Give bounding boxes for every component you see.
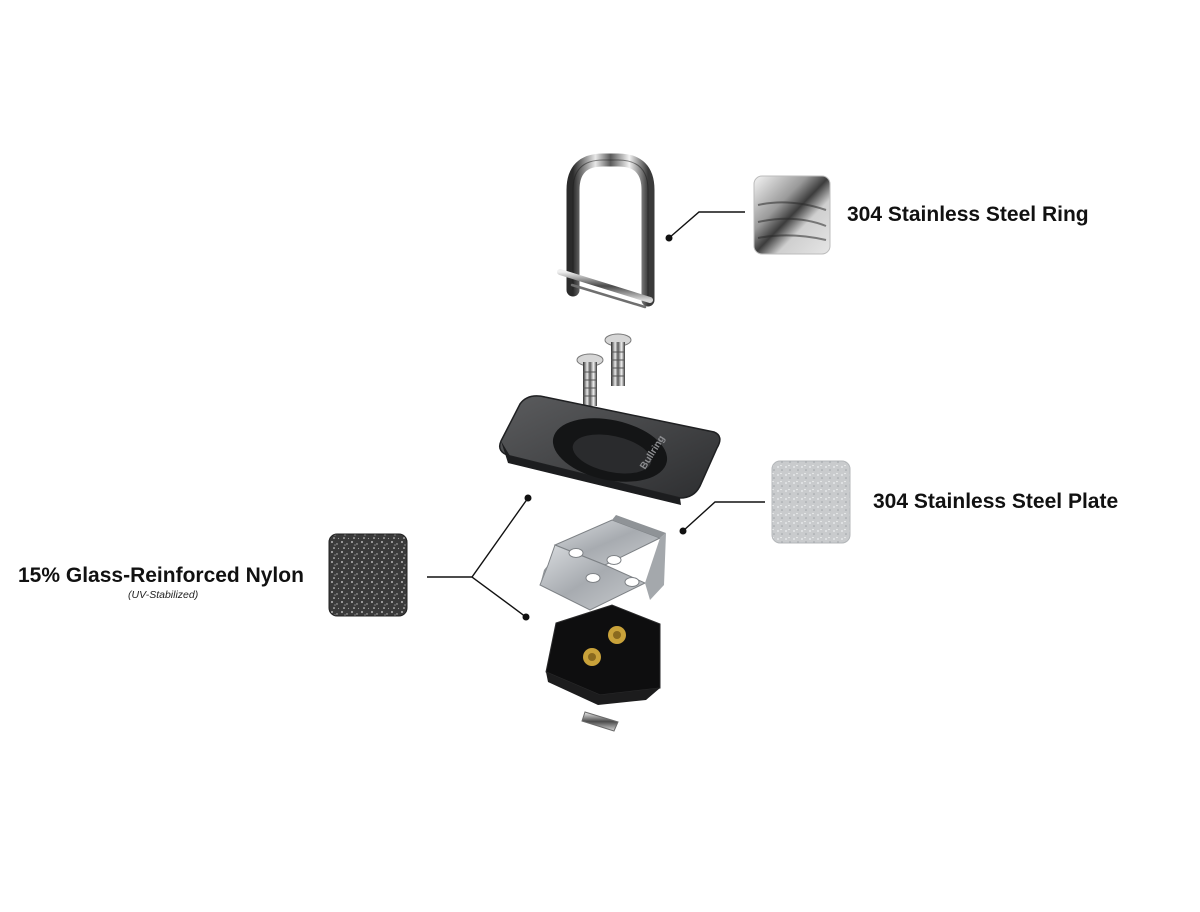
nylon-insert-block [545, 604, 661, 705]
screws [576, 333, 632, 406]
swatch-nylon-material [328, 533, 408, 617]
swatch-ring-material [753, 175, 831, 255]
leader-line-plate [679, 501, 765, 535]
nylon-material-label: 15% Glass-Reinforced Nylon [18, 564, 304, 587]
leader-line-ring [665, 211, 745, 242]
screw-left [576, 353, 604, 406]
steel-ring [557, 153, 655, 309]
base-plate: Bullring [498, 395, 721, 505]
pin [581, 711, 619, 732]
leader-line-nylon [427, 494, 532, 621]
ring-material-label: 304 Stainless Steel Ring [847, 203, 1089, 226]
steel-plate [539, 515, 666, 611]
nylon-material-note: (UV-Stabilized) [128, 589, 199, 601]
screw-right [604, 333, 632, 386]
swatch-plate-material [771, 460, 851, 544]
plate-material-label: 304 Stainless Steel Plate [873, 490, 1119, 513]
